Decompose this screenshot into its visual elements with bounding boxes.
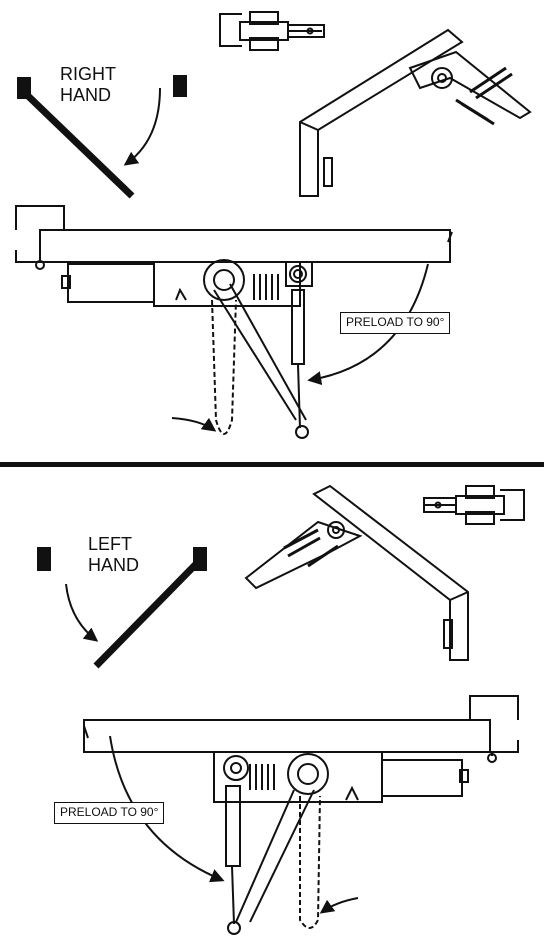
door-swing-symbol-left bbox=[37, 547, 207, 669]
spring-coils-left bbox=[249, 764, 275, 790]
bracket-detail-bottom bbox=[423, 485, 525, 525]
preload-label-left: PRELOAD TO 90° bbox=[54, 802, 165, 824]
spring-coils bbox=[253, 274, 279, 300]
bracket-detail-top bbox=[219, 11, 325, 51]
hand-label-right-line2: HAND bbox=[60, 84, 112, 105]
hand-label-left: LEFT HAND bbox=[88, 534, 139, 575]
perspective-frame-right bbox=[299, 28, 532, 197]
door-closer-left bbox=[83, 695, 519, 935]
section-divider bbox=[0, 462, 544, 467]
perspective-frame-left bbox=[244, 484, 469, 661]
hand-label-left-line2: HAND bbox=[88, 554, 140, 575]
door-swing-symbol-right bbox=[17, 75, 187, 199]
left-hand-section bbox=[37, 484, 525, 935]
hand-label-right-line1: RIGHT bbox=[60, 64, 116, 84]
hand-label-left-line1: LEFT bbox=[88, 534, 133, 554]
door-closer-right bbox=[15, 205, 453, 439]
right-hand-section bbox=[15, 11, 532, 439]
preload-label-right: PRELOAD TO 90° bbox=[340, 312, 451, 334]
hand-label-right: RIGHT HAND bbox=[60, 64, 116, 105]
